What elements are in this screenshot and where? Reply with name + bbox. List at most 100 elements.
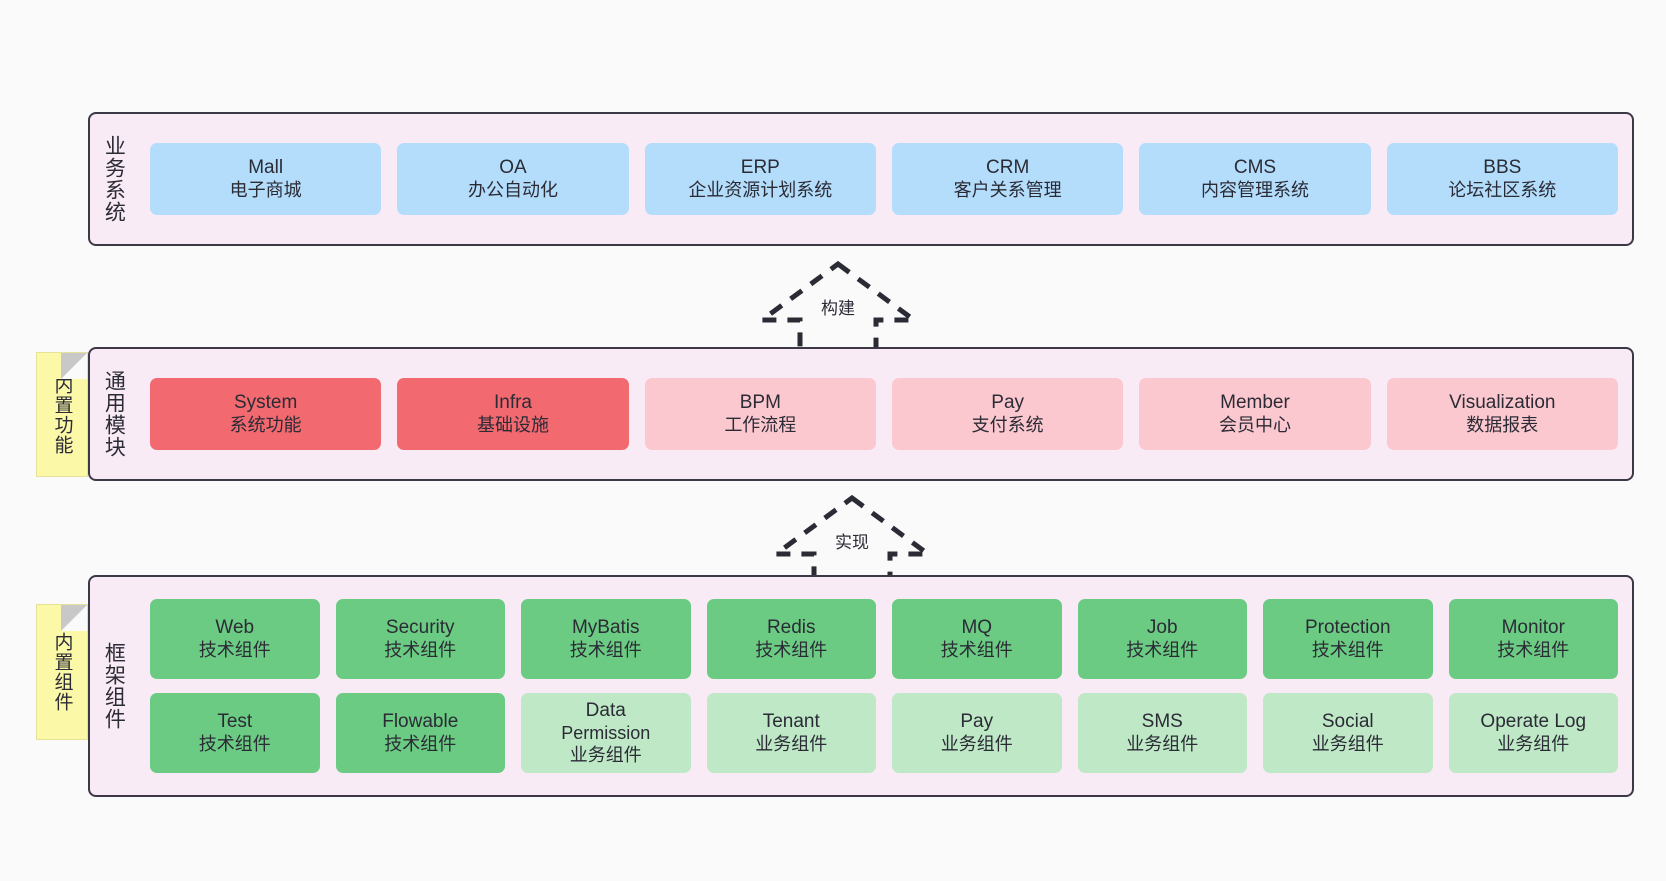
component-card-name: Visualization [1449,392,1556,414]
component-card-desc: 支付系统 [971,414,1044,435]
component-card-name: Redis [766,617,816,639]
component-card-desc: 数据报表 [1466,414,1539,435]
component-card-desc: 会员中心 [1218,414,1291,435]
component-card-name: Mall [248,157,284,179]
component-card-name: Flowable [382,711,459,733]
component-card-desc: 技术组件 [1497,639,1570,660]
component-card-desc: 业务组件 [940,733,1013,754]
component-card-desc: 技术组件 [940,639,1013,660]
component-card-desc: 企业资源计划系统 [688,179,833,200]
component-card-desc: 工作流程 [724,414,797,435]
sticky-note-builtin-components-label: 内置组件 [51,632,73,712]
component-card-desc: 技术组件 [384,733,457,754]
component-card-name: System [233,392,298,414]
sticky-note-builtin-components: 内置组件 [36,604,88,740]
component-card-desc: 客户关系管理 [953,179,1062,200]
component-card-name: Operate Log [1480,711,1587,733]
component-card-desc: 技术组件 [569,639,642,660]
component-card-name: Social [1321,711,1374,733]
component-card-desc: 业务组件 [1126,733,1199,754]
component-card-desc: 论坛社区系统 [1448,179,1557,200]
component-card-name: BPM [739,392,781,414]
component-card-desc: 技术组件 [198,733,271,754]
component-card-desc: 技术组件 [384,639,457,660]
component-card-desc: 办公自动化 [467,179,558,200]
sticky-note-builtin-features-label: 内置功能 [51,374,73,455]
component-card-desc: 技术组件 [198,639,271,660]
component-card-desc: 技术组件 [755,639,828,660]
component-card-desc: 技术组件 [1126,639,1199,660]
build-arrow: 构建 [748,258,928,358]
component-card-name: CMS [1233,157,1277,179]
component-card-name: MyBatis [571,617,640,639]
component-card-name: Test [217,711,253,733]
component-card-desc: 技术组件 [1311,639,1384,660]
build-arrow-label: 构建 [821,299,855,318]
component-card-name: Data [585,700,626,722]
component-card-name: Tenant [762,711,820,733]
component-card-name: ERP [740,157,780,179]
sticky-note-builtin-features: 内置功能 [36,352,88,477]
component-card-name: Security [385,617,455,639]
component-card-name: Member [1220,392,1290,414]
component-card-desc: 系统功能 [229,414,302,435]
component-card-name: Protection [1304,617,1391,639]
realize-arrow-label: 实现 [835,533,869,552]
framework-components-title: 框架组件 [102,642,126,730]
component-card-desc: 业务组件 [1311,733,1384,754]
component-card-name: Job [1146,617,1178,639]
component-card-name: Pay [960,711,994,733]
component-card-desc: 电子商城 [229,179,302,200]
component-card-name: CRM [986,157,1030,179]
component-card-desc: 业务组件 [1497,733,1570,754]
business-systems-title: 业务系统 [102,135,126,223]
component-card-desc: 内容管理系统 [1200,179,1309,200]
common-modules-title: 通用模块 [102,370,126,458]
component-card-name: SMS [1141,711,1183,733]
component-card-name: Monitor [1501,617,1565,639]
component-card-name: Pay [991,392,1025,414]
component-card-name: Web [215,617,255,639]
component-card-desc: 基础设施 [476,414,549,435]
component-card-name: BBS [1483,157,1522,179]
component-card-desc: 业务组件 [755,733,828,754]
